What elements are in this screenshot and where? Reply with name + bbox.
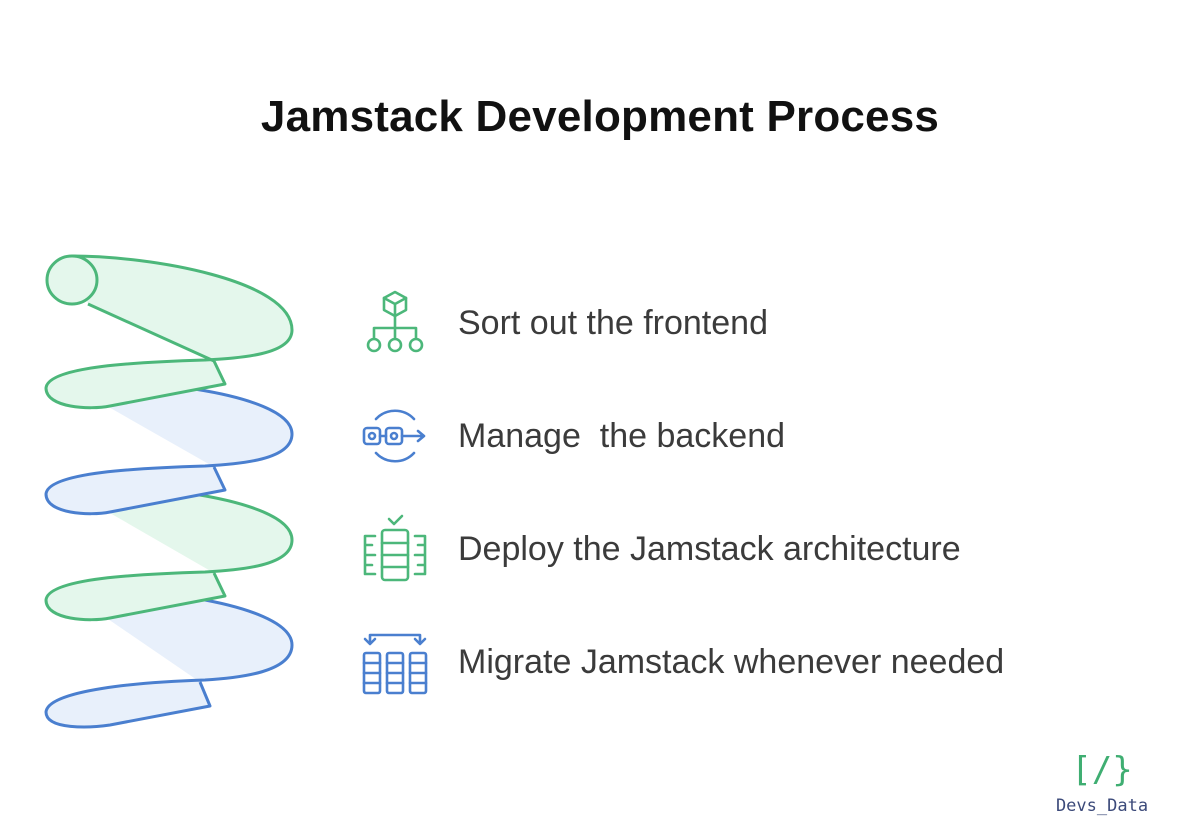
spring-coil-2	[44, 380, 294, 516]
spring-coil-4	[44, 588, 294, 729]
step-1: Sort out the frontend	[360, 288, 768, 358]
hierarchy-cube-icon	[366, 290, 424, 353]
brand-logo: [/} Devs_Data	[1040, 750, 1164, 816]
spring-coil-3	[44, 485, 294, 622]
step-4: Migrate Jamstack whenever needed	[360, 627, 1004, 697]
step-2: Manage the backend	[360, 401, 785, 471]
data-migration-icon	[362, 633, 428, 695]
step-2-label: Manage the backend	[458, 416, 786, 455]
brand-name: Devs_Data	[1055, 796, 1149, 816]
step-4-label: Migrate Jamstack whenever needed	[458, 642, 1005, 681]
server-deploy-icon	[363, 514, 427, 582]
process-flow-icon	[362, 409, 426, 463]
spring-coil-1	[44, 254, 294, 410]
brand-mark: [/}	[1071, 750, 1133, 790]
step-3: Deploy the Jamstack architecture	[360, 514, 961, 584]
step-3-label: Deploy the Jamstack architecture	[458, 529, 961, 568]
spring-coil-graphic	[44, 254, 294, 729]
page-title: Jamstack Development Process	[260, 92, 940, 141]
spring-top-opening	[45, 254, 99, 306]
step-1-label: Sort out the frontend	[458, 303, 768, 342]
